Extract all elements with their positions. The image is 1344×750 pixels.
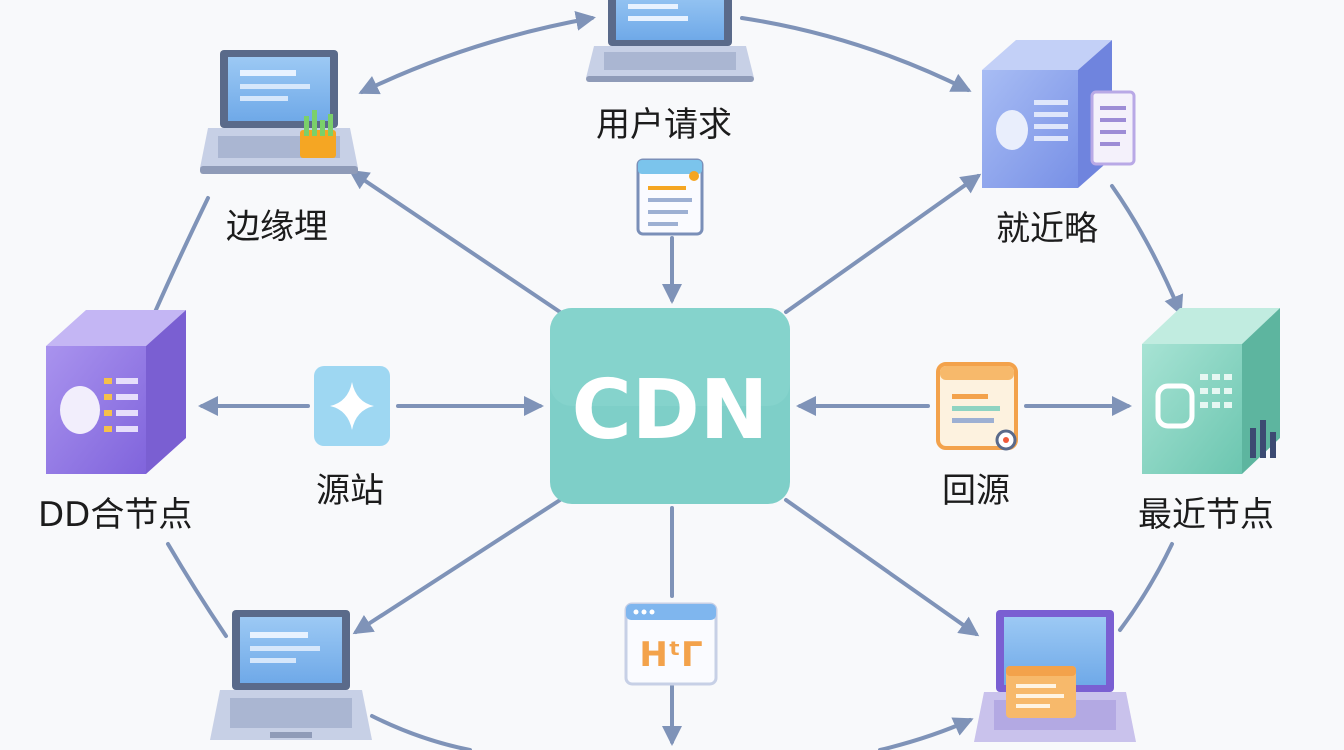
- document-icon: [936, 362, 1018, 451]
- server-cube-icon: [982, 40, 1136, 188]
- document-icon: [636, 158, 704, 236]
- arrow-bottom-right: [878, 717, 974, 750]
- label-nearest-route: 就近略: [996, 209, 1098, 249]
- label-back-to-origin: 回源: [942, 471, 1010, 511]
- html-document-icon: HᵗΓ: [624, 602, 718, 686]
- line-right-lower: [1118, 542, 1174, 632]
- spoke-to-bottom-left: [352, 498, 562, 635]
- arrow-top-to-top-left: [358, 11, 596, 95]
- laptop-with-chart-icon: [200, 50, 358, 174]
- spoke-to-top-right: [784, 173, 982, 314]
- spoke-to-top-left: [348, 169, 562, 314]
- label-nearest-node: 最近节点: [1138, 495, 1274, 535]
- line-left-lower: [166, 542, 228, 638]
- spoke-to-bottom-right: [784, 498, 980, 637]
- arrow-bottom-left: [370, 714, 472, 750]
- server-cube-icon: [46, 310, 186, 474]
- arrow-top-to-top-right: [740, 16, 972, 92]
- label-user-request: 用户请求: [596, 105, 732, 145]
- cdn-label: CDN: [572, 363, 769, 458]
- line-left-upper: [153, 196, 210, 314]
- label-combined-node: DD合节点: [38, 495, 193, 535]
- label-edge: 边缘埋: [226, 207, 328, 247]
- laptop-icon: [586, 0, 754, 82]
- ring-connectors: [153, 11, 1184, 750]
- center-spokes: [198, 169, 1132, 746]
- cdn-node: CDN: [550, 308, 790, 504]
- sparkle-icon: [314, 366, 390, 446]
- server-cube-icon: [1142, 308, 1280, 474]
- html-doc-label: HᵗΓ: [639, 635, 702, 675]
- laptop-icon: [210, 610, 372, 740]
- laptop-icon: [974, 610, 1136, 742]
- label-origin-site: 源站: [316, 471, 384, 511]
- arrow-top-right-down: [1110, 184, 1184, 316]
